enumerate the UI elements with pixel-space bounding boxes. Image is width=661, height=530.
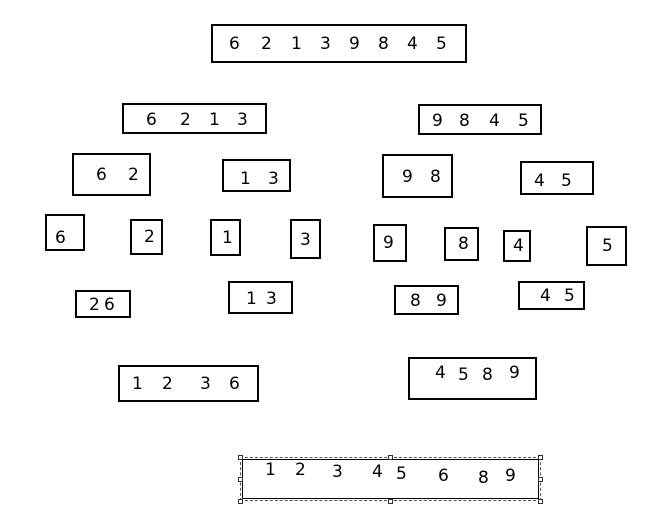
digit: 4 xyxy=(534,171,545,191)
digit: 9 xyxy=(509,363,520,383)
node-final-sorted[interactable]: 1 2 3 4 5 6 8 9 xyxy=(240,457,541,501)
node-single-6: 6 xyxy=(45,214,85,251)
digit: 2 xyxy=(180,110,191,130)
digit: 4 xyxy=(513,236,524,256)
digit: 5 xyxy=(564,286,575,306)
resize-handle-middle-right[interactable] xyxy=(538,477,543,482)
digit: 3 xyxy=(300,230,311,250)
node-merged-13: 1 3 xyxy=(228,281,293,314)
digit: 3 xyxy=(200,374,211,394)
digit: 8 xyxy=(378,34,389,54)
node-pair-62: 6 2 xyxy=(72,153,151,196)
digit: 6 xyxy=(438,466,449,486)
digit: 8 xyxy=(478,468,489,488)
digit: 6 xyxy=(104,295,115,315)
digit: 1 xyxy=(222,228,233,248)
node-single-3: 3 xyxy=(290,219,321,259)
digit: 9 xyxy=(349,34,360,54)
digit: 2 xyxy=(144,227,155,247)
digit: 3 xyxy=(266,289,277,309)
resize-handle-bottom-middle[interactable] xyxy=(388,499,393,504)
digit: 3 xyxy=(237,110,248,130)
node-merged-1236: 1 2 3 6 xyxy=(118,365,259,402)
node-single-4: 4 xyxy=(503,230,531,262)
digit: 5 xyxy=(436,34,447,54)
digit: 2 xyxy=(128,165,139,185)
node-single-9: 9 xyxy=(373,224,407,262)
digit: 2 xyxy=(89,295,100,315)
resize-handle-top-right[interactable] xyxy=(538,455,543,460)
digit: 4 xyxy=(435,363,446,383)
digit: 6 xyxy=(229,374,240,394)
digit: 4 xyxy=(489,111,500,131)
digit: 5 xyxy=(396,464,407,484)
digit: 3 xyxy=(268,169,279,189)
digit: 9 xyxy=(505,466,516,486)
node-left-half: 6 2 1 3 xyxy=(122,103,267,134)
node-single-8: 8 xyxy=(444,227,479,261)
digit: 4 xyxy=(372,462,383,482)
digit: 8 xyxy=(410,291,421,311)
resize-handle-middle-left[interactable] xyxy=(238,477,243,482)
digit: 6 xyxy=(55,228,66,248)
node-root: 6 2 1 3 9 8 4 5 xyxy=(211,24,467,63)
digit: 4 xyxy=(407,34,418,54)
digit: 1 xyxy=(265,460,276,480)
digit: 6 xyxy=(96,165,107,185)
digit: 2 xyxy=(295,460,306,480)
digit: 1 xyxy=(132,374,143,394)
node-pair-98: 9 8 xyxy=(382,154,453,198)
digit: 5 xyxy=(458,365,469,385)
digit: 5 xyxy=(602,236,613,256)
node-single-2: 2 xyxy=(130,219,163,255)
node-pair-45: 4 5 xyxy=(520,161,594,195)
node-merged-45: 4 5 xyxy=(518,281,585,310)
digit: 9 xyxy=(402,167,413,187)
node-pair-13: 1 3 xyxy=(222,159,291,192)
digit: 4 xyxy=(540,286,551,306)
node-merged-89: 8 9 xyxy=(394,285,459,315)
digit: 1 xyxy=(209,110,220,130)
node-single-5: 5 xyxy=(586,226,627,266)
digit: 5 xyxy=(518,111,529,131)
digit: 6 xyxy=(229,34,240,54)
digit: 1 xyxy=(246,289,257,309)
digit: 8 xyxy=(459,111,470,131)
digit: 9 xyxy=(436,291,447,311)
digit: 9 xyxy=(432,111,443,131)
resize-handle-top-middle[interactable] xyxy=(388,455,393,460)
digit: 2 xyxy=(261,34,272,54)
digit: 9 xyxy=(383,233,394,253)
resize-handle-bottom-left[interactable] xyxy=(238,499,243,504)
digit: 2 xyxy=(162,374,173,394)
resize-handle-bottom-right[interactable] xyxy=(538,499,543,504)
digit: 6 xyxy=(146,110,157,130)
resize-handle-top-left[interactable] xyxy=(238,455,243,460)
digit: 1 xyxy=(291,34,302,54)
digit: 8 xyxy=(482,365,493,385)
node-merged-26: 2 6 xyxy=(75,290,131,318)
digit: 1 xyxy=(240,169,251,189)
digit: 8 xyxy=(458,234,469,254)
node-single-1: 1 xyxy=(210,219,241,256)
digit: 8 xyxy=(430,167,441,187)
node-merged-4589: 4 5 8 9 xyxy=(408,357,537,400)
node-right-half: 9 8 4 5 xyxy=(418,104,542,135)
digit: 3 xyxy=(320,34,331,54)
digit: 3 xyxy=(332,462,343,482)
digit: 5 xyxy=(561,171,572,191)
